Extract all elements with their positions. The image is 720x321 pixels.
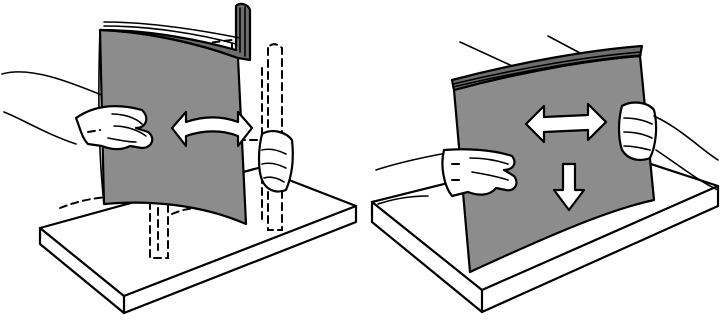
right-hand-ghost: [259, 131, 293, 191]
left-hand: [76, 106, 152, 149]
